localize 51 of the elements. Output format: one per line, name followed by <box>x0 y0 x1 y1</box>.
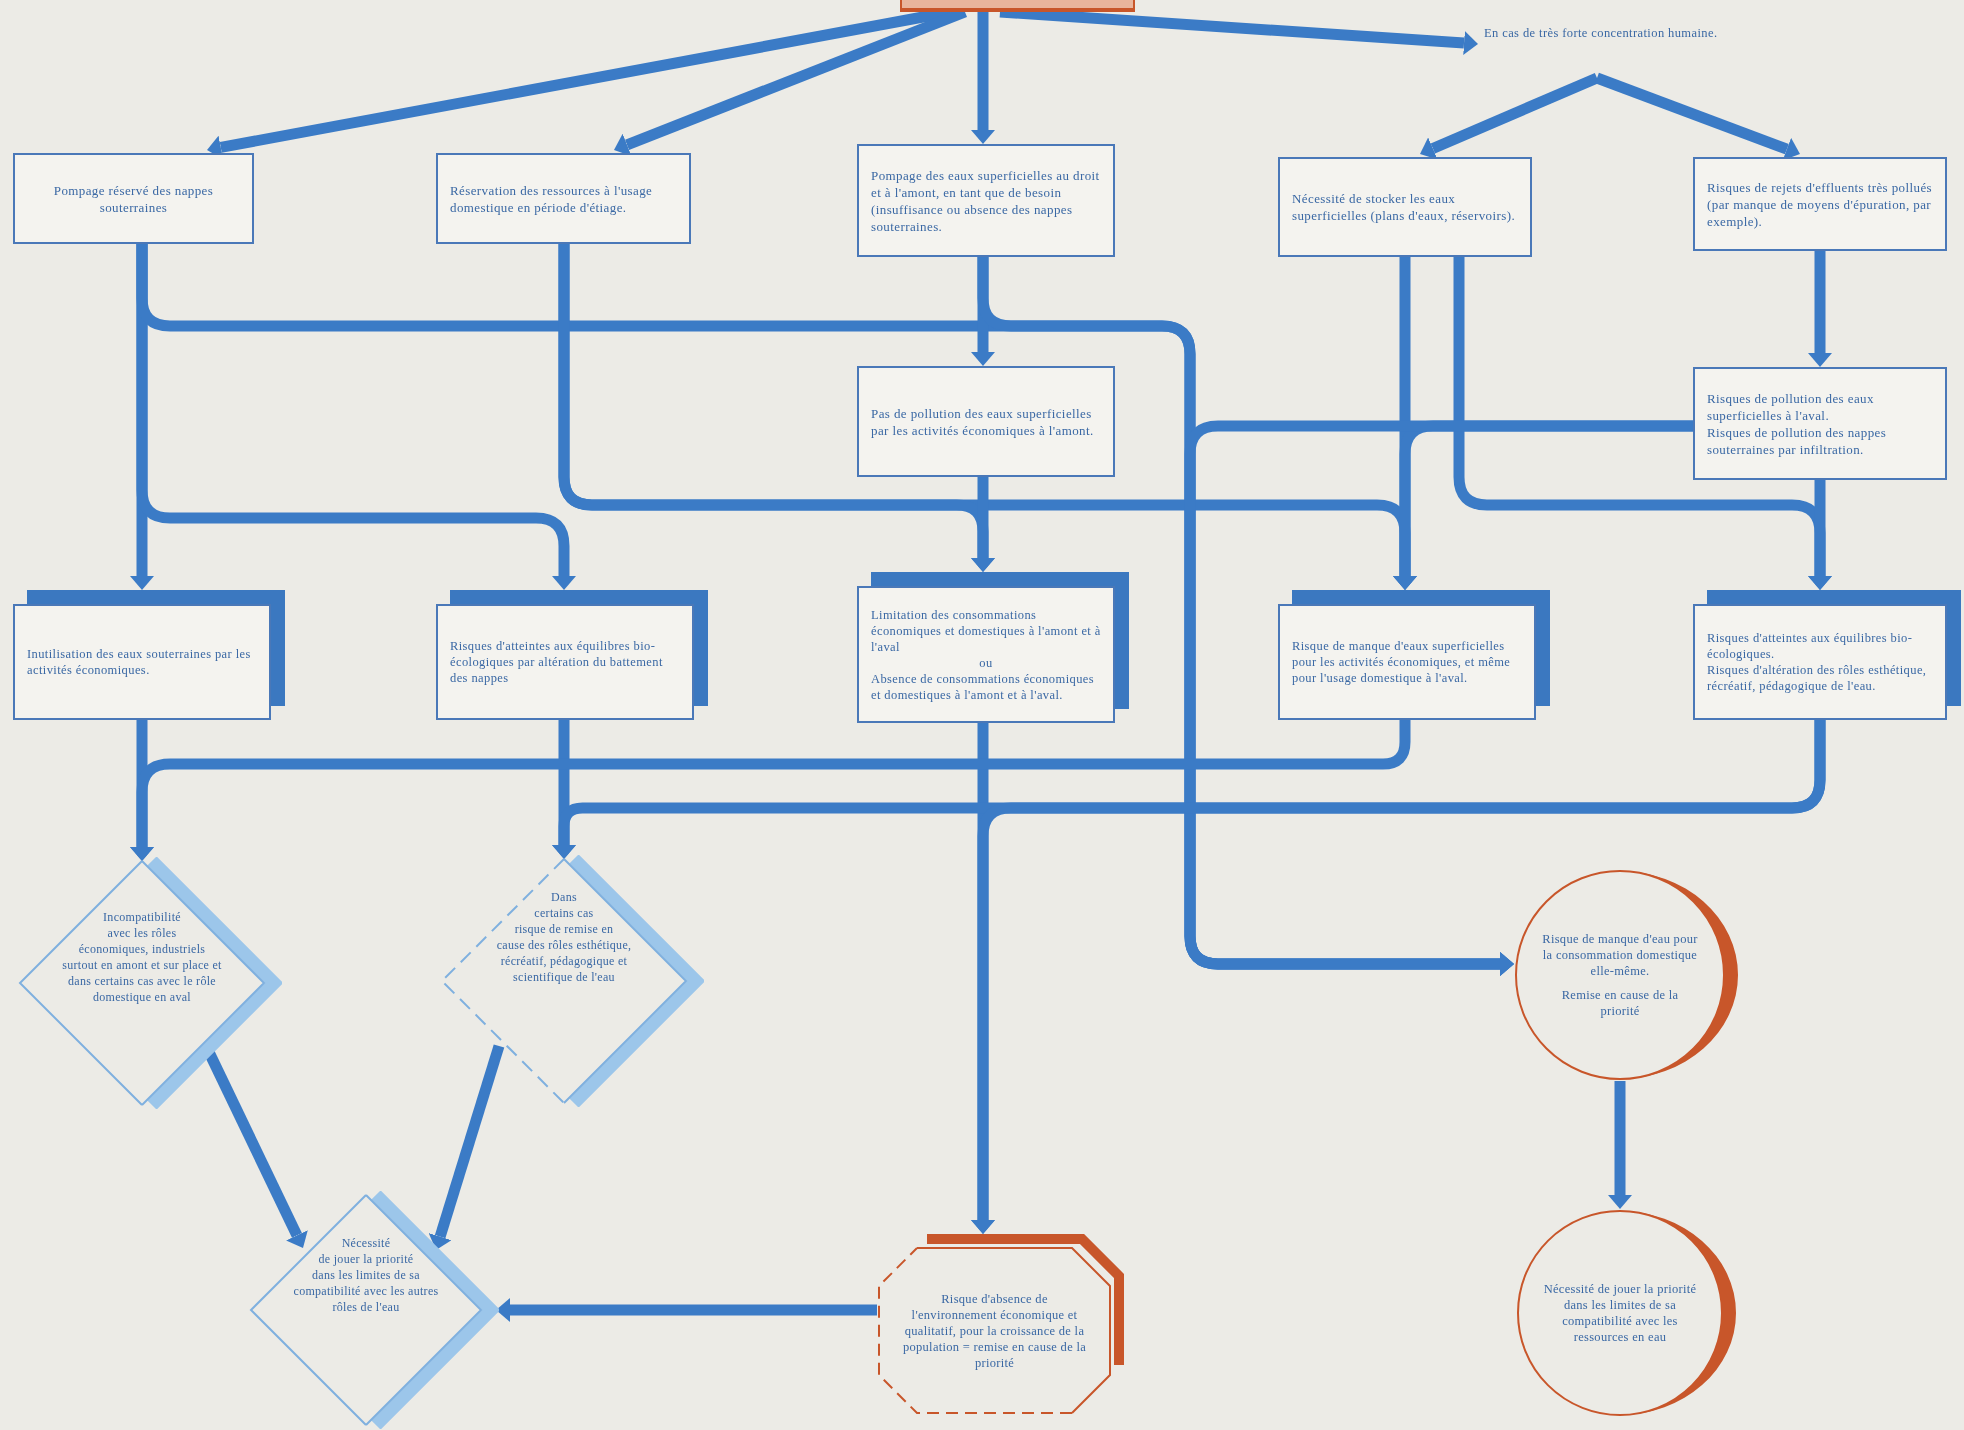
process-box <box>1693 367 1947 480</box>
process-box <box>857 144 1115 257</box>
box-text: Risques de rejets d'effluents très pollués (par manque de moyens d'épuration, par exemple). <box>1707 178 1933 230</box>
process-box <box>436 153 691 244</box>
box-text: En cas de très forte concentration humaine. <box>1484 25 1719 42</box>
shadowed-box <box>13 590 285 720</box>
octagon-box <box>877 1234 1124 1415</box>
box-text: Incompatibilité avec les rôles économiques, industriels surtout en amont et sur place et dans certains cas avec le rôle domestique en aval <box>61 909 223 1005</box>
box-text: Risques d'atteintes aux équilibres bio-écologiques. <box>1707 630 1914 662</box>
arrow <box>1608 1081 1632 1209</box>
arrow <box>1184 420 1693 976</box>
circle-node <box>1514 869 1740 1081</box>
box-text: Nécessité de stocker les eaux superficielles (plans d'eaux, réservoirs). <box>1292 190 1517 224</box>
process-box <box>1693 157 1947 251</box>
box-text: Pas de pollution des eaux superficielles par les activités économiques à l'amont. <box>871 404 1095 439</box>
box-text: Risques de pollution des nappes souterraines par infiltration. <box>1707 423 1888 458</box>
box-text: Remise en cause de la priorité <box>1560 987 1680 1019</box>
arrow <box>496 1298 877 1322</box>
arrow <box>1808 480 1832 590</box>
box-text: Absence de consommations économiques et domestiques à l'amont et à l'aval. <box>871 670 1096 703</box>
cut-off-box <box>900 0 1135 12</box>
decision-diamond <box>247 1191 499 1429</box>
circle-node <box>1516 1209 1738 1417</box>
shadowed-box <box>1278 590 1550 720</box>
box-text: Risque d'absence de l'environnement économique et qualitatif, pour la croissance de la population = remise en cause de la priorité <box>901 1290 1088 1371</box>
box-text: Risque de manque d'eaux superficielles pour les activités économiques, et même pour l'usage domestique à l'aval. <box>1292 638 1512 686</box>
arrow <box>971 477 995 572</box>
box-text: Risque de manque d'eau pour la consommation domestique elle-même. <box>1542 931 1698 979</box>
process-box <box>857 366 1115 477</box>
box-text: Risques d'atteintes aux équilibres bio-écologiques par altération du battement des nappes <box>450 638 664 686</box>
box-text: Pompage réservé des nappes souterraines <box>52 181 215 216</box>
box-text: Dans certains cas risque de remise en cause des rôles esthétique, récréatif, pédagogique et scientifique de l'eau <box>495 889 633 985</box>
shadowed-box <box>1693 590 1961 720</box>
shadowed-box <box>436 590 708 720</box>
process-box <box>1278 157 1532 257</box>
arrow <box>1808 251 1832 367</box>
arrow <box>971 12 995 144</box>
box-text: Risques d'altération des rôles esthétique, récréatif, pédagogique de l'eau. <box>1707 662 1928 694</box>
arrow <box>971 720 1826 1234</box>
arrow <box>1420 72 1600 160</box>
box-text: Inutilisation des eaux souterraines par les activités économiques. <box>27 646 252 678</box>
box-text: ou <box>978 654 994 671</box>
box-text: Réservation des ressources à l'usage domestique en période d'étiage. <box>450 181 654 216</box>
box-text: Risques de pollution des eaux superficielles à l'aval. <box>1707 389 1875 424</box>
box-text: Pompage des eaux superficielles au droit et à l'amont, en tant que de besoin (insuffisance ou absence des nappes souterraines. <box>871 166 1101 235</box>
box-text: Nécessité de jouer la priorité dans les limites de sa compatibilité avec les autres rôles de l'eau <box>292 1235 440 1315</box>
decision-diamond <box>16 857 282 1109</box>
box-text: Nécessité de jouer la priorité dans les limites de sa compatibilité avec les ressources en eau <box>1542 1281 1698 1345</box>
shadowed-box <box>857 572 1129 723</box>
process-box <box>13 153 254 244</box>
arrow <box>428 1044 505 1250</box>
